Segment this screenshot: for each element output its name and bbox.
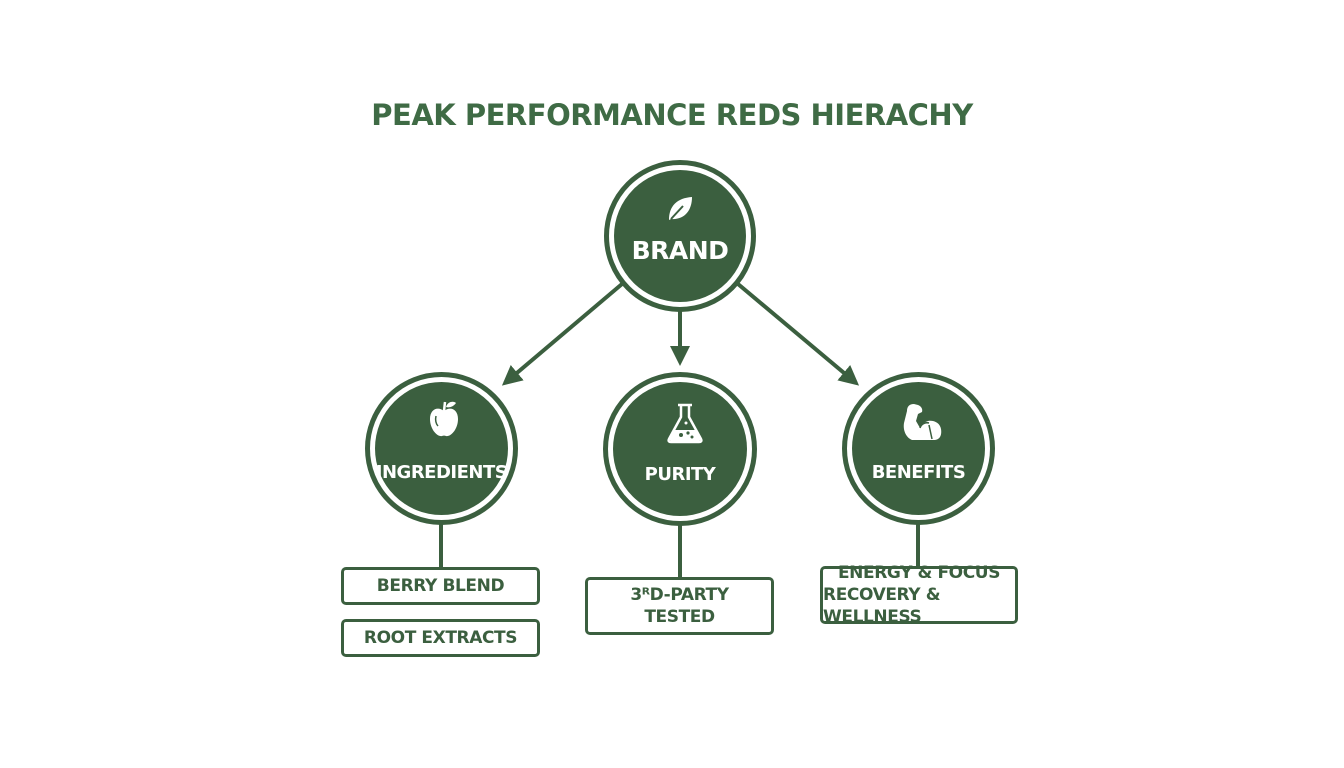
arrow-brand-to-ingredients: [501, 282, 624, 386]
purity-label: PURITY: [644, 464, 716, 485]
ingredients-node: INGREDIENTS: [365, 372, 518, 525]
recovery-wellness-text: RECOVERY & WELLNESS: [823, 585, 941, 627]
benefits-label: BENEFITS: [871, 462, 966, 483]
apple-icon: [430, 401, 458, 437]
purity-node: PURITY: [603, 372, 757, 526]
benefits-node: BENEFITS: [842, 372, 995, 525]
brand-node: BRAND: [604, 160, 756, 312]
root-extracts-text: ROOT EXTRACTS: [363, 628, 518, 648]
root-extracts-box: ROOT EXTRACTS: [341, 619, 540, 657]
berry-blend-text: BERRY BLEND: [376, 576, 505, 596]
third-party-text-line1: 3ᴿD-PARTY: [630, 585, 729, 605]
ingredients-label: INGREDIENTS: [375, 462, 508, 483]
energy-focus-text: ENERGY & FOCUS: [837, 563, 1001, 583]
leaf-icon: [669, 197, 692, 220]
flexed-arm-icon: [903, 404, 942, 440]
diagram-title: PEAK PERFORMANCE REDS HIERACHY: [371, 98, 973, 132]
flask-icon: [667, 403, 703, 444]
berry-blend-box: BERRY BLEND: [341, 567, 540, 605]
third-party-text-line2: TESTED: [644, 607, 715, 627]
brand-label: BRAND: [631, 236, 729, 265]
energy-recovery-box: ENERGY & FOCUS RECOVERY & WELLNESS: [820, 563, 1018, 627]
third-party-tested-box: 3ᴿD-PARTY TESTED: [585, 577, 774, 635]
arrow-brand-to-benefits: [736, 282, 860, 386]
